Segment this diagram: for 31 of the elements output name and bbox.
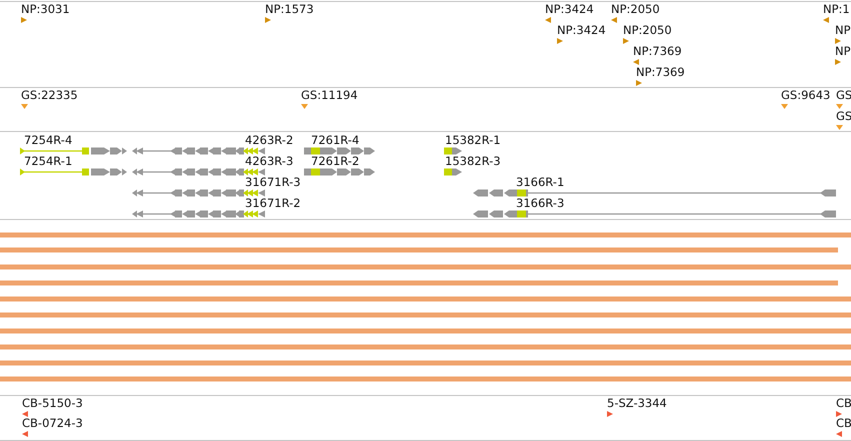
- feature-label: NP: [835, 45, 851, 58]
- feature-label: 3166R-3: [516, 197, 564, 210]
- feature-label: 3166R-1: [516, 176, 564, 189]
- feature-label: GS:9643: [781, 89, 830, 102]
- feature-label: NP:7369: [636, 66, 685, 79]
- feature-label: 31671R-3: [245, 176, 301, 189]
- feature-label: CB-5150-3: [22, 397, 83, 410]
- feature-label: NP:1573: [265, 3, 314, 16]
- feature-label: NP:3424: [557, 24, 606, 37]
- feature-label: NP:3031: [21, 3, 70, 16]
- feature-label: NP:3424: [545, 3, 594, 16]
- feature-label: NP: [835, 24, 851, 37]
- feature-label: 15382R-3: [445, 155, 501, 168]
- feature-label: 7261R-2: [311, 155, 360, 168]
- feature-label: 4263R-2: [245, 134, 294, 147]
- feature-label: NP:7369: [633, 45, 682, 58]
- feature-label: GS:11194: [301, 89, 358, 102]
- feature-label: 31671R-2: [245, 197, 301, 210]
- feature-label: 5-SZ-3344: [607, 397, 667, 410]
- feature-label: GS:22335: [21, 89, 78, 102]
- feature-label: 4263R-3: [245, 155, 294, 168]
- feature-label: NP:1: [823, 3, 850, 16]
- feature-label: CB: [836, 397, 851, 410]
- feature-label: CB: [836, 417, 851, 430]
- feature-label: 7254R-1: [24, 155, 72, 168]
- feature-label: 7261R-4: [311, 134, 360, 147]
- feature-label: 15382R-1: [445, 134, 501, 147]
- feature-label: NP:2050: [611, 3, 660, 16]
- feature-label: CB-0724-3: [22, 417, 83, 430]
- feature-label: NP:2050: [623, 24, 672, 37]
- feature-label: 7254R-4: [24, 134, 72, 147]
